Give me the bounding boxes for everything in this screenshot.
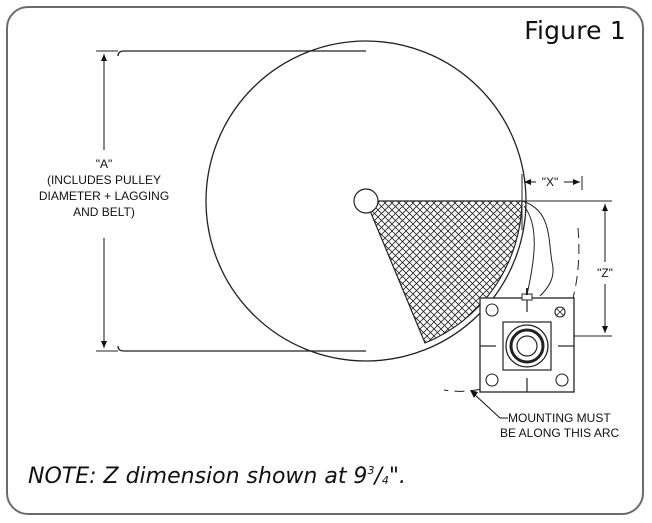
note-fraction-numerator: 3 [367,464,375,477]
bolt-hole-bottom-left [485,373,499,387]
z-dimension-note: NOTE: Z dimension shown at 93/4". [28,464,406,489]
hatched-sector [365,200,523,344]
a-note-line-1: (INCLUDES PULLEY [47,173,161,187]
note-fraction-denominator: 4 [381,474,389,487]
figure-title: Figure 1 [524,16,626,45]
a-note-line-3: AND BELT) [73,205,135,219]
mounting-note-line-1: MOUNTING MUST [508,411,611,425]
note-fraction-separator: / [374,464,382,489]
mounting-note-line-2: BE ALONG THIS ARC [500,426,619,440]
belt-top-end [117,50,125,57]
bearing-bore [516,335,538,357]
a-note-line-2: DIAMETER + LAGGING [39,189,169,203]
a-dimension-label: "A" [96,157,113,171]
bolt-hole-bottom-right [555,373,569,387]
bearing-housing [479,288,575,393]
figure-frame [6,6,644,515]
x-dimension-label: "X" [542,175,559,189]
mounting-leader [473,393,501,419]
z-dimension-label: "Z" [597,266,613,280]
note-suffix: ". [388,464,406,489]
shaft-circle [353,188,379,214]
grease-line-2 [523,205,535,299]
belt-bottom-end [117,345,125,352]
note-prefix: NOTE: Z dimension shown at 9 [28,464,368,489]
grease-line [521,200,554,297]
bolt-hole-top-left [485,303,499,317]
